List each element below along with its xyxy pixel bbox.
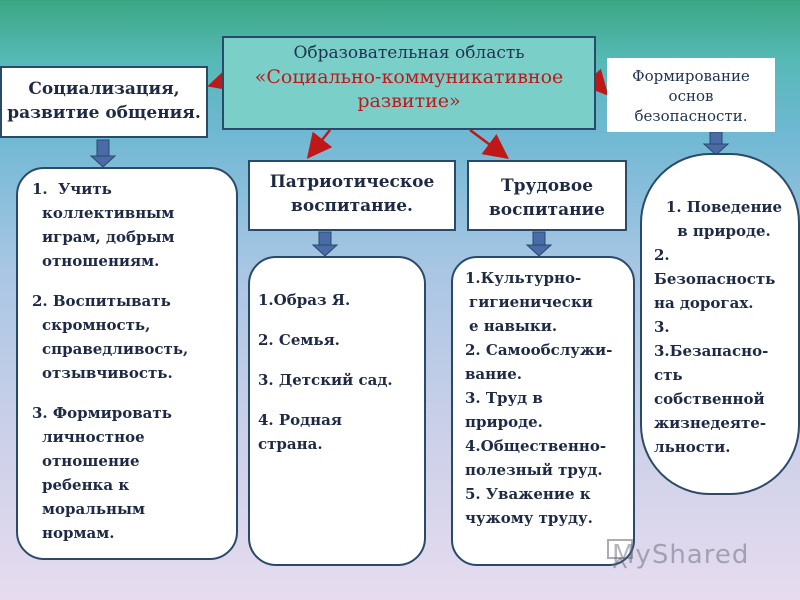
text-line: в природе. <box>677 222 771 240</box>
arrow-to-socialization <box>207 67 235 92</box>
text-line: гигиенически <box>469 293 593 311</box>
socialization-header-line2: развитие общения. <box>7 103 201 123</box>
text-line: 5. Уважение к <box>465 485 591 503</box>
labor-item-4: 4.Общественно- полезный труд. <box>465 434 631 482</box>
text-line: природе. <box>465 413 543 431</box>
arrow-to-patriotic <box>306 129 333 159</box>
text-line: 2. Воспитывать <box>32 292 171 310</box>
text-line: 1. Поведение <box>665 198 783 216</box>
central-box: Образовательная область «Социально-комму… <box>222 36 596 130</box>
socialization-header: Социализация, развитие общения. <box>0 66 208 138</box>
presentation-icon <box>607 539 633 569</box>
safety-panel: 1. Поведение в природе. 2. Безопасность … <box>640 153 800 495</box>
socialization-panel: 1. Учить коллективным играм, добрым отно… <box>16 167 238 560</box>
text-line: чужому труду. <box>465 509 593 527</box>
patriotic-item-3: 3. Детский сад. <box>258 371 393 389</box>
patriotic-panel: 1.Образ Я. 2. Семья. 3. Детский сад. 4. … <box>248 256 426 566</box>
watermark: MyShared <box>612 540 750 570</box>
text-line: коллективным <box>42 204 175 222</box>
labor-item-1: 1.Культурно- гигиенически е навыки. <box>465 266 631 338</box>
safety-item-1: 1. Поведение в природе. <box>654 195 794 243</box>
arrow-to-labor <box>469 128 510 159</box>
safety-header: Формирование основ безопасности. <box>607 58 775 132</box>
down-arrow-labor <box>525 231 553 257</box>
text-line: справедливость, <box>42 340 189 358</box>
down-arrow-safety <box>702 131 730 156</box>
down-arrow-socialization <box>89 139 117 168</box>
patriotic-item-4: 4. Родная <box>258 411 342 429</box>
safety-header-line1: Формирование <box>632 67 750 85</box>
text-line: 1.Культурно- <box>465 269 582 287</box>
patriotic-header: Патриотическое воспитание. <box>248 160 456 231</box>
text-line: Безопасность <box>654 270 776 288</box>
patriotic-item-2: 2. Семья. <box>258 331 340 349</box>
text-line: жизнедеяте- <box>654 414 767 432</box>
text-line: вание. <box>465 365 523 383</box>
text-line: полезный труд. <box>465 461 603 479</box>
text-line: сть <box>654 366 683 384</box>
labor-panel: 1.Культурно- гигиенически е навыки. 2. С… <box>451 256 635 566</box>
safety-item-2: 2. Безопасность на дорогах. <box>654 243 794 315</box>
text-line: отзывчивость. <box>42 364 173 382</box>
labor-item-3: 3. Труд в природе. <box>465 386 631 434</box>
labor-item-5: 5. Уважение к чужому труду. <box>465 482 631 530</box>
labor-item-2: 2. Самообслужи- вание. <box>465 338 631 386</box>
socialization-header-line1: Социализация, <box>28 79 180 99</box>
patriotic-header-line1: Патриотическое <box>269 172 435 192</box>
patriotic-item-4-cont: страна. <box>258 435 323 453</box>
text-line: отношениям. <box>42 252 160 270</box>
text-line: 2. Самообслужи- <box>465 341 613 359</box>
safety-item-3: 3. 3.Безапасно- сть собственной жизнедея… <box>654 315 794 459</box>
text-line: 2. <box>654 246 670 264</box>
text-line: играм, добрым <box>42 228 175 246</box>
text-line: е навыки. <box>469 317 558 335</box>
patriotic-header-line2: воспитание. <box>291 196 413 216</box>
labor-header: Трудовое воспитание <box>467 160 627 231</box>
text-line: скромность, <box>42 316 151 334</box>
text-line: нормам. <box>42 524 115 542</box>
central-line2: «Социально-коммуникативное <box>254 66 564 88</box>
text-line: 3. <box>654 318 670 336</box>
down-arrow-patriotic <box>311 231 339 257</box>
central-line1: Образовательная область <box>293 43 525 63</box>
text-line: моральным <box>42 500 146 518</box>
text-line: 3. Труд в <box>465 389 543 407</box>
text-line: собственной <box>654 390 765 408</box>
socialization-item-2: 2. Воспитывать скромность, справедливост… <box>32 289 230 385</box>
text-line: льности. <box>654 438 731 456</box>
socialization-item-1: 1. Учить коллективным играм, добрым отно… <box>32 177 230 273</box>
safety-header-line2: основ <box>668 87 714 105</box>
arrow-to-safety <box>582 68 609 96</box>
text-line: отношение <box>42 452 140 470</box>
text-line: 3. Формировать <box>32 404 172 422</box>
labor-header-line1: Трудовое <box>500 176 594 196</box>
safety-header-line3: безопасности. <box>634 107 748 125</box>
text-line: 3.Безапасно- <box>654 342 769 360</box>
text-line: личностное <box>42 428 145 446</box>
socialization-item-3: 3. Формировать личностное отношение ребе… <box>32 401 230 545</box>
text-line: 4.Общественно- <box>465 437 607 455</box>
patriotic-item-1: 1.Образ Я. <box>258 291 351 309</box>
central-line3: развитие» <box>357 90 461 112</box>
text-line: 1. Учить <box>32 180 112 198</box>
text-line: на дорогах. <box>654 294 754 312</box>
text-line: ребенка к <box>42 476 130 494</box>
labor-header-line2: воспитание <box>489 200 605 220</box>
